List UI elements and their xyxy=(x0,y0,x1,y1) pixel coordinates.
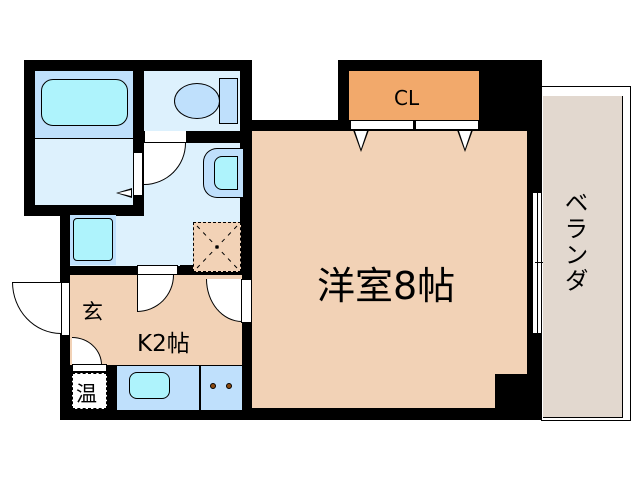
western-room-label: 洋室8帖 xyxy=(317,264,456,308)
closet-door-left xyxy=(350,120,414,130)
entrance-label: 玄 xyxy=(82,300,103,324)
western-room xyxy=(252,131,527,408)
closet xyxy=(349,71,479,120)
kitchen-label: K2帖 xyxy=(137,331,190,357)
balcony-floor xyxy=(543,96,623,418)
bathtub-icon xyxy=(41,79,128,126)
room-door-frame xyxy=(241,279,252,323)
exterior-notch xyxy=(252,60,338,120)
washbasin-bowl xyxy=(214,156,238,190)
sink-icon xyxy=(129,372,170,399)
closet-label: CL xyxy=(394,86,420,110)
hatch-cross-icon xyxy=(196,225,238,269)
entrance-door-swing xyxy=(12,282,61,334)
bath-door xyxy=(133,152,143,196)
toilet-door xyxy=(144,131,187,143)
kitchen-door xyxy=(137,265,178,275)
bath-washing-area xyxy=(35,138,133,205)
closet-door-right xyxy=(415,120,479,130)
water-heater xyxy=(72,373,107,409)
counter-divider xyxy=(199,365,201,410)
water-heater-label: 温 xyxy=(76,382,97,406)
entrance-door xyxy=(61,282,70,336)
balcony-label: ベランダ xyxy=(560,190,588,294)
toilet-tank xyxy=(219,78,238,124)
stove-icon xyxy=(210,383,216,389)
toilet-icon xyxy=(174,83,220,119)
room-corner-pillar xyxy=(495,374,530,410)
